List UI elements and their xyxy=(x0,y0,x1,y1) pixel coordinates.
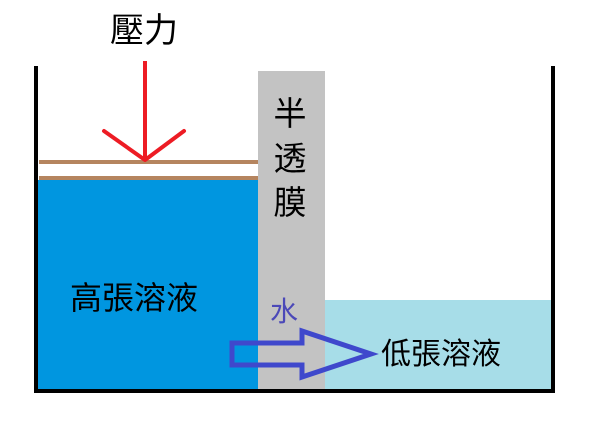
low-solution-label: 低張溶液 xyxy=(381,337,501,372)
water-label: 水 xyxy=(270,295,299,328)
container-wall xyxy=(34,66,555,393)
membrane-label-char: 透 xyxy=(273,138,307,178)
pressure-label: 壓力 xyxy=(110,11,178,51)
membrane-label-char: 膜 xyxy=(273,183,307,223)
high-solution-label: 高張溶液 xyxy=(70,279,199,317)
membrane-label: 半 透 膜 xyxy=(272,92,308,226)
high-solution-fill xyxy=(38,180,258,390)
low-solution-fill xyxy=(325,300,552,390)
water-flow-arrow xyxy=(229,327,379,381)
membrane-label-char: 半 xyxy=(273,94,307,133)
pressure-arrow xyxy=(102,61,186,162)
